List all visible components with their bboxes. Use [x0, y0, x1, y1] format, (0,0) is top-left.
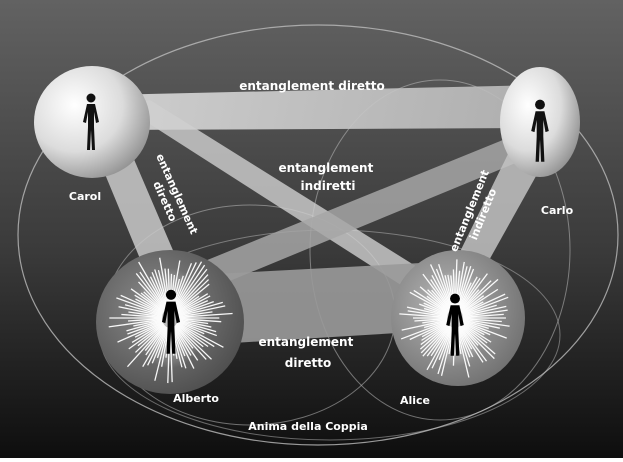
- alberto-node: [96, 250, 244, 394]
- label-alberto: Alberto: [173, 392, 219, 405]
- label-soul: Anima della Coppia: [248, 420, 368, 433]
- label-carlo: Carlo: [541, 204, 574, 217]
- label-alice: Alice: [400, 394, 430, 407]
- carol-node: [34, 66, 150, 178]
- carlo-node: [500, 67, 580, 177]
- label-top-direct: entanglement diretto: [239, 79, 384, 93]
- alice-node: [391, 250, 525, 386]
- label-carol: Carol: [69, 190, 101, 203]
